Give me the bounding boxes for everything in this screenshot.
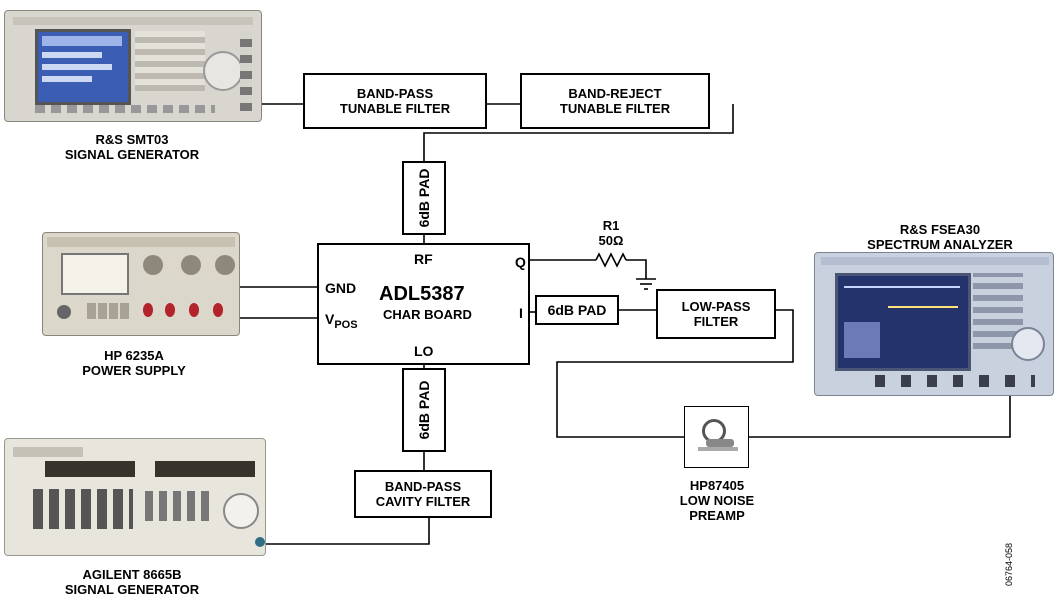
lowpass-line1: LOW-PASS — [682, 299, 751, 314]
bandpass-tunable-line1: BAND-PASS — [357, 86, 433, 101]
lowpass-filter: LOW-PASS FILTER — [656, 289, 776, 339]
lo-attenuator-pad: 6dB PAD — [402, 368, 446, 452]
preamp-type-1: LOW NOISE — [662, 493, 772, 508]
wire-agilent-to-cavity — [262, 518, 429, 544]
lo-pad-label: 6dB PAD — [416, 381, 432, 440]
bandpass-cavity-line1: BAND-PASS — [385, 479, 461, 494]
wire-preamp-to-analyzer — [749, 393, 1010, 437]
pin-i-label: I — [519, 305, 523, 321]
bandpass-tunable-line2: TUNABLE FILTER — [340, 101, 450, 116]
rf-attenuator-pad: 6dB PAD — [402, 161, 446, 235]
fsea30-type: SPECTRUM ANALYZER — [840, 237, 1040, 252]
fsea30-spectrum-analyzer-image — [814, 252, 1054, 396]
preamp-caption: HP87405 LOW NOISE PREAMP — [662, 478, 772, 523]
i-pad-label: 6dB PAD — [548, 303, 607, 318]
pin-gnd-label: GND — [325, 280, 356, 296]
preamp-name: HP87405 — [662, 478, 772, 493]
pin-q-label: Q — [515, 254, 526, 270]
resistor-label: R1 50Ω — [586, 218, 636, 248]
preamp-type-2: PREAMP — [662, 508, 772, 523]
fsea30-caption: R&S FSEA30 SPECTRUM ANALYZER — [840, 222, 1040, 252]
board-subtitle: CHAR BOARD — [383, 307, 472, 322]
hp6235a-type: POWER SUPPLY — [74, 363, 194, 378]
preamp-image-box — [684, 406, 749, 468]
agilent-8665b-signal-generator-image — [4, 438, 266, 556]
agilent-caption: AGILENT 8665B SIGNAL GENERATOR — [62, 567, 202, 597]
smt03-caption: R&S SMT03 SIGNAL GENERATOR — [62, 132, 202, 162]
agilent-type: SIGNAL GENERATOR — [62, 582, 202, 597]
pin-vpos-main: V — [325, 311, 334, 327]
rf-pad-label: 6dB PAD — [416, 169, 432, 228]
bandpass-cavity-filter: BAND-PASS CAVITY FILTER — [354, 470, 492, 518]
resistor-name: R1 — [586, 218, 636, 233]
hp6235a-caption: HP 6235A POWER SUPPLY — [74, 348, 194, 378]
hp6235a-name: HP 6235A — [74, 348, 194, 363]
bandreject-tunable-filter: BAND-REJECT TUNABLE FILTER — [520, 73, 710, 129]
wire-r1-to-ground — [626, 260, 646, 279]
bandreject-tunable-line1: BAND-REJECT — [568, 86, 661, 101]
pin-lo-label: LO — [414, 343, 433, 359]
smt03-name: R&S SMT03 — [62, 132, 202, 147]
pin-rf-label: RF — [414, 251, 433, 267]
lowpass-line2: FILTER — [694, 314, 739, 329]
fsea30-name: R&S FSEA30 — [840, 222, 1040, 237]
resistor-value: 50Ω — [586, 233, 636, 248]
adl5387-char-board: RF LO Q I GND VPOS ADL5387 CHAR BOARD — [317, 243, 530, 365]
preamp-image — [692, 417, 742, 457]
bandreject-tunable-line2: TUNABLE FILTER — [560, 101, 670, 116]
resistor-zigzag — [596, 254, 626, 266]
pin-vpos-label: VPOS — [325, 311, 358, 327]
agilent-name: AGILENT 8665B — [62, 567, 202, 582]
pin-vpos-subscript: POS — [334, 319, 357, 331]
hp6235a-power-supply-image — [42, 232, 240, 336]
bandpass-cavity-line2: CAVITY FILTER — [376, 494, 471, 509]
smt03-type: SIGNAL GENERATOR — [62, 147, 202, 162]
i-attenuator-pad: 6dB PAD — [535, 295, 619, 325]
board-name: ADL5387 — [379, 283, 465, 306]
smt03-signal-generator-image — [4, 10, 262, 122]
figure-id: 06764-058 — [1004, 543, 1014, 586]
bandpass-tunable-filter: BAND-PASS TUNABLE FILTER — [303, 73, 487, 129]
